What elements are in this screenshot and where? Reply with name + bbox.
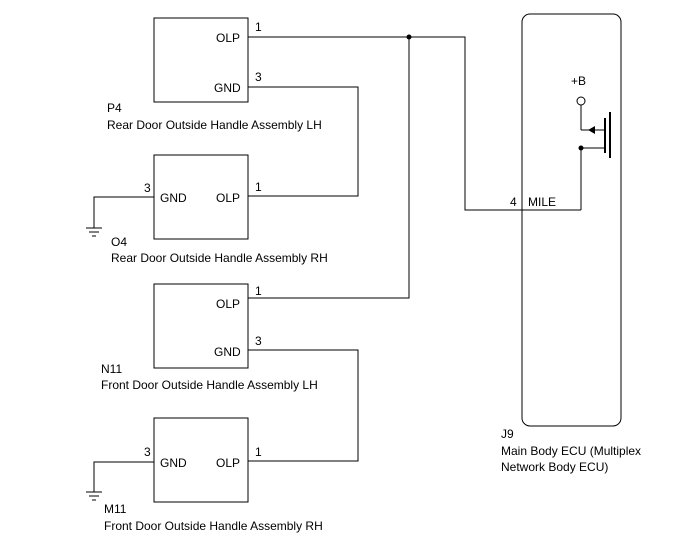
m11-code: M11 xyxy=(104,502,127,516)
m11-pin-gnd-label: GND xyxy=(160,456,187,470)
ground-icon xyxy=(86,491,102,501)
p4-pin-olp-label: OLP xyxy=(216,31,240,45)
n11-pin-gnd-number: 3 xyxy=(255,334,262,348)
wire-p4-gnd-to-o4-olp xyxy=(248,86,359,197)
j9-pin-mile-label: MILE xyxy=(528,195,556,209)
n11-pin-olp-number: 1 xyxy=(255,284,262,298)
m11-box xyxy=(153,417,249,503)
j9-supply-terminal xyxy=(576,96,586,106)
j9-transistor-arrow xyxy=(588,126,595,134)
component-m11: GND OLP 3 1 M11 Front Door Outside Handl… xyxy=(104,417,323,533)
wire-o4-gnd-to-ground xyxy=(93,196,154,228)
j9-code: J9 xyxy=(501,427,514,441)
j9-name-line2: Network Body ECU) xyxy=(501,460,608,474)
n11-name: Front Door Outside Handle Assembly LH xyxy=(101,378,318,392)
o4-pin-gnd-number: 3 xyxy=(144,181,151,195)
o4-pin-olp-number: 1 xyxy=(255,180,262,194)
component-p4: OLP GND 1 3 P4 Rear Door Outside Handle … xyxy=(107,17,322,132)
j9-supply-label: +B xyxy=(571,74,586,88)
o4-box xyxy=(153,154,249,240)
j9-pin-mile-number: 4 xyxy=(510,195,517,209)
p4-pin-gnd-label: GND xyxy=(214,81,241,95)
p4-pin-gnd-number: 3 xyxy=(255,70,262,84)
j9-box xyxy=(521,13,622,427)
wire-n11-gnd-to-m11-olp xyxy=(248,349,359,462)
m11-pin-olp-label: OLP xyxy=(216,456,240,470)
p4-box xyxy=(153,17,249,103)
n11-pin-olp-label: OLP xyxy=(216,297,240,311)
component-o4: GND OLP 3 1 O4 Rear Door Outside Handle … xyxy=(111,154,328,265)
p4-code: P4 xyxy=(107,101,122,115)
o4-name: Rear Door Outside Handle Assembly RH xyxy=(111,251,328,265)
j9-name-line1: Main Body ECU (Multiplex xyxy=(501,444,641,458)
n11-box xyxy=(153,283,249,369)
n11-pin-gnd-label: GND xyxy=(214,345,241,359)
component-n11: OLP GND 1 3 N11 Front Door Outside Handl… xyxy=(101,283,318,392)
ground-icon xyxy=(86,227,102,237)
wire-p4-olp-to-ecu xyxy=(248,36,581,211)
o4-pin-gnd-label: GND xyxy=(160,191,187,205)
o4-pin-olp-label: OLP xyxy=(216,191,240,205)
wire-junction-to-n11-olp xyxy=(248,37,410,299)
wiring xyxy=(93,34,581,492)
o4-code: O4 xyxy=(111,235,127,249)
component-j9: J9 Main Body ECU (Multiplex Network Body… xyxy=(501,13,641,474)
p4-pin-olp-number: 1 xyxy=(255,20,262,34)
wire-m11-gnd-to-ground xyxy=(93,461,154,492)
n11-code: N11 xyxy=(101,362,122,376)
m11-name: Front Door Outside Handle Assembly RH xyxy=(104,519,323,533)
p4-name: Rear Door Outside Handle Assembly LH xyxy=(107,118,322,132)
m11-pin-gnd-number: 3 xyxy=(144,445,151,459)
m11-pin-olp-number: 1 xyxy=(255,445,262,459)
